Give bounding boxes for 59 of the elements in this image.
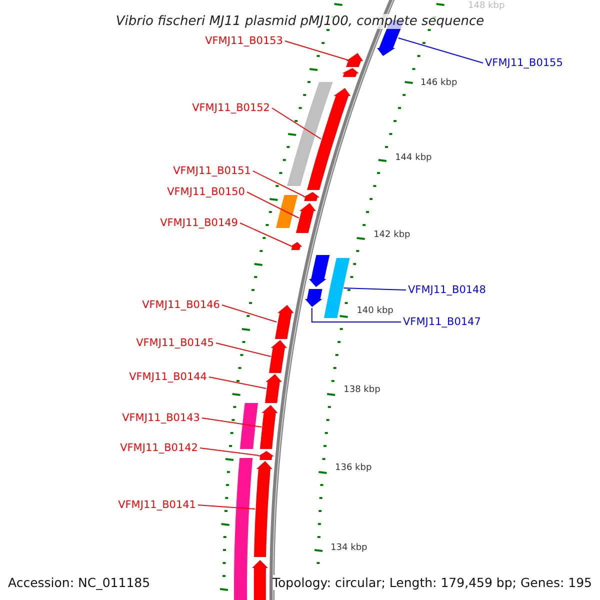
leader-line [202, 418, 262, 428]
leader-line [208, 376, 267, 389]
leader-line [246, 192, 300, 218]
gene-feature [342, 68, 359, 77]
gene-feature [307, 88, 351, 190]
gene-label: VFMJ11_B0148 [408, 283, 486, 297]
gene-feature [252, 560, 268, 600]
leader-line [200, 448, 260, 456]
gene-bar [287, 82, 333, 186]
diagram-title: Vibrio fischeri MJ11 plasmid pMJ100, complete sequence [116, 14, 484, 29]
leader-line [198, 504, 256, 510]
gene-label: VFMJ11_B0150 [167, 185, 245, 199]
accession-text: Accession: NC_011185 [8, 575, 150, 590]
gene-feature [308, 255, 330, 287]
leader-line [240, 222, 292, 246]
tick-label: 146 kbp [420, 78, 458, 89]
leader-line [272, 108, 322, 140]
gene-label: VFMJ11_B0146 [142, 298, 220, 312]
gene-bar [240, 403, 258, 449]
gene-bar [276, 195, 298, 228]
tick-label: 142 kbp [374, 230, 410, 241]
leader-line [252, 170, 305, 197]
gene-feature [265, 374, 282, 403]
gene-label: VFMJ11_B0147 [403, 315, 481, 329]
leader-line [284, 40, 348, 60]
tick-label: 148 kbp [468, 1, 505, 12]
gene-feature [296, 203, 316, 233]
gene-feature [254, 461, 273, 557]
leader-line [216, 342, 272, 357]
summary-text: Topology: circular; Length: 179,459 bp; Genes: 195 [272, 575, 592, 590]
gene-label: VFMJ11_B0141 [118, 498, 196, 512]
gene-bar [234, 458, 252, 600]
gene-label: VFMJ11_B0155 [485, 56, 563, 70]
gene-label: VFMJ11_B0145 [136, 336, 214, 350]
gene-label: VFMJ11_B0153 [205, 34, 283, 48]
leader-line [343, 288, 406, 290]
gene-label: VFMJ11_B0151 [173, 164, 251, 178]
gene-feature [274, 305, 294, 339]
gene-feature [290, 242, 302, 250]
gene-label: VFMJ11_B0142 [120, 441, 198, 455]
gene-bar [324, 258, 350, 318]
gene-feature [304, 289, 322, 307]
gene-feature [303, 192, 320, 201]
tick-label: 138 kbp [344, 385, 380, 396]
gene-label: VFMJ11_B0149 [160, 216, 238, 230]
gene-feature [258, 451, 274, 460]
leader-line [222, 304, 278, 322]
leader-line [398, 38, 484, 64]
gene-label: VFMJ11_B0143 [122, 411, 200, 425]
tick-label: 144 kbp [395, 153, 432, 164]
gene-label: VFMJ11_B0152 [192, 101, 270, 115]
gene-feature [269, 340, 288, 373]
gene-feature [260, 405, 278, 449]
gene-label: VFMJ11_B0144 [129, 370, 207, 384]
tick-label: 140 kbp [356, 306, 394, 317]
leader-line [311, 308, 402, 322]
tick-label: 134 kbp [330, 543, 368, 554]
gene-feature [346, 53, 364, 67]
tick-label: 136 kbp [335, 463, 372, 474]
